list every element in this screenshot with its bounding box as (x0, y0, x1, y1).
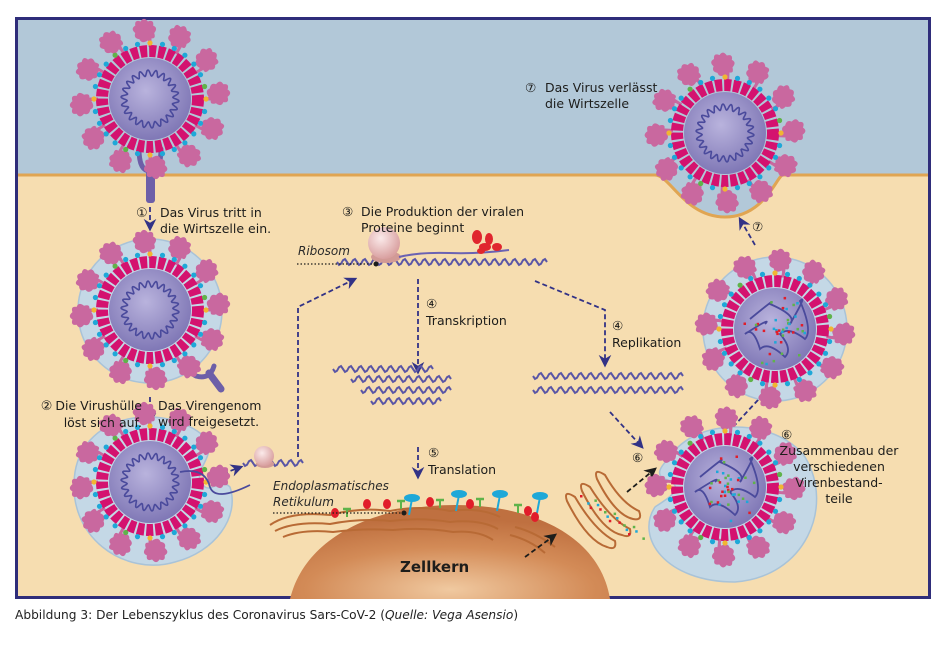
step-6-number: ⑥ (781, 427, 792, 443)
nucleus-label: Zellkern (400, 559, 469, 575)
virus-core (109, 269, 191, 351)
step-2b-text: Das Virengenom wird freigesetzt. (158, 398, 261, 430)
caption-suffix: ) (513, 608, 518, 622)
figure-caption: Abbildung 3: Der Lebenszyklus des Corona… (15, 608, 518, 622)
step-7-marker: ⑦ (752, 219, 763, 235)
er-pointer (402, 511, 407, 516)
virus-core (109, 441, 191, 523)
er-protein-red (531, 512, 539, 522)
step-1-number: ① (136, 206, 148, 221)
ribosome-label: Ribosom (298, 243, 350, 259)
step-5-number: ⑤ (428, 445, 439, 461)
step-4b-number: ④ (612, 318, 623, 334)
caption-source: Quelle: Vega Asensio (385, 608, 513, 622)
step-2-label: Die Virushülle löst sich auf. (55, 398, 142, 430)
er-protein-red (524, 506, 532, 516)
step-6-marker: ⑥ (632, 450, 643, 466)
caption-text: Abbildung 3: Der Lebenszyklus des Corona… (15, 608, 385, 622)
step-7-text: Das Virus verlässt die Wirtszelle (545, 80, 657, 112)
er-label: Endoplasmatisches Retikulum (273, 478, 389, 510)
ribosome-small (254, 446, 274, 468)
diagram-artwork (15, 17, 931, 599)
virus-core (684, 92, 766, 174)
step-7-number: ⑦ (525, 80, 536, 96)
er-protein-red (466, 499, 474, 509)
step-1-label: ① (136, 205, 151, 222)
step-6-text: Zusammenbau der verschiedenen Virenbesta… (775, 443, 903, 507)
step-4b-text: Replikation (612, 335, 681, 351)
step-5-text: Translation (428, 462, 496, 478)
step-4a-text: Transkription (426, 313, 507, 329)
step-3-number: ③ (342, 204, 353, 220)
step-3-text: Die Produktion der viralen Proteine begi… (361, 204, 524, 236)
virus-core (109, 58, 191, 140)
step-4a-number: ④ (426, 296, 437, 312)
step-2-number: ② (41, 399, 53, 414)
step-2-text: ②Die Virushülle löst sich auf. (27, 398, 142, 431)
step-1-text: Das Virus tritt in die Wirtszelle ein. (160, 205, 271, 237)
ribosome-pointer (374, 262, 379, 267)
er-protein-red (426, 497, 434, 507)
lifecycle-diagram: ① Das Virus tritt in die Wirtszelle ein.… (15, 17, 931, 599)
